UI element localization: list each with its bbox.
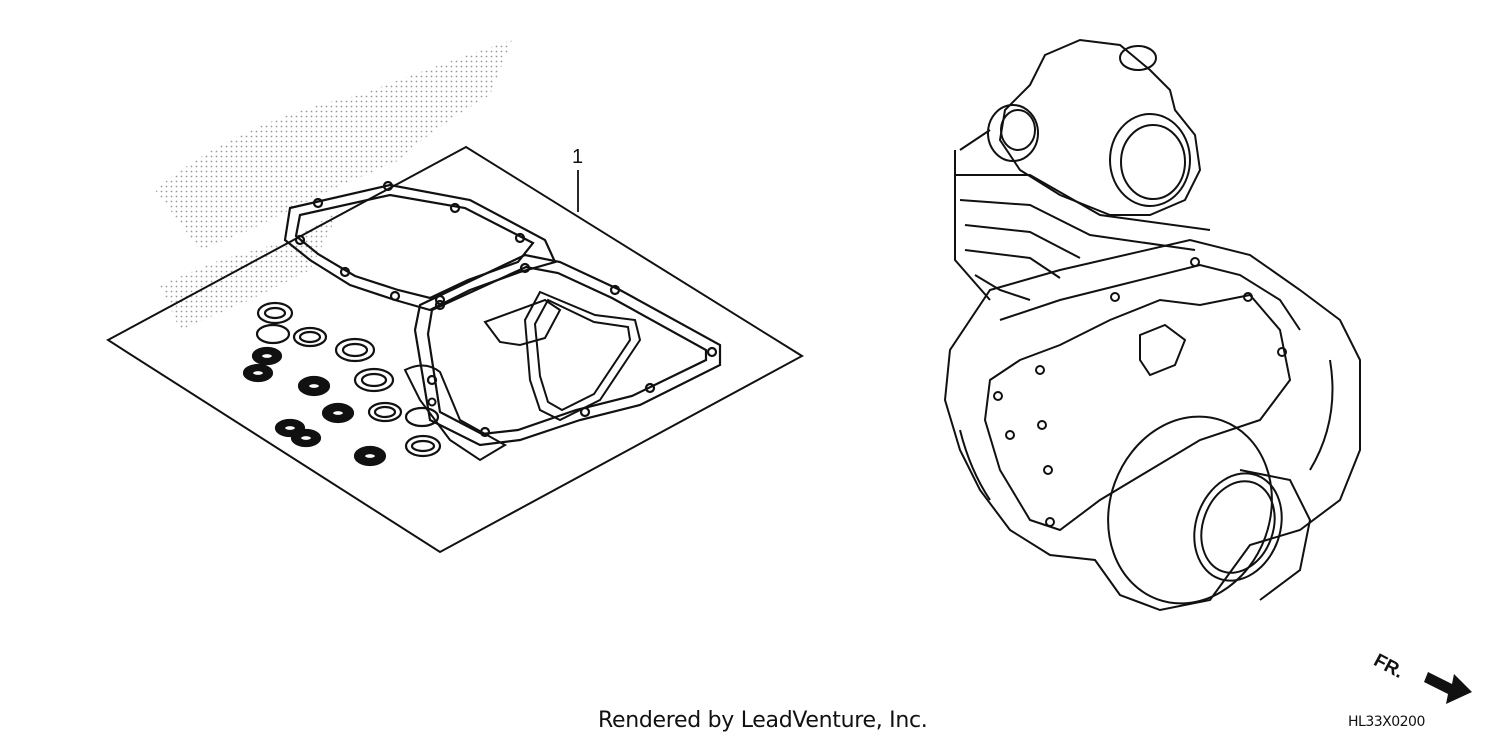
- inner-gasket: [483, 290, 642, 422]
- arrow-right-icon: [1424, 672, 1472, 704]
- diagram-code: HL33X0200: [1348, 714, 1425, 730]
- engine-assembly: [943, 38, 1361, 612]
- gasket-kit-sheet: [106, 145, 804, 554]
- crankcase-gasket: [283, 180, 557, 312]
- callout-label: 1: [572, 146, 584, 168]
- render-credit: Rendered by LeadVenture, Inc.: [598, 708, 928, 733]
- o-ring-set: [242, 301, 442, 467]
- small-gasket: [403, 364, 507, 462]
